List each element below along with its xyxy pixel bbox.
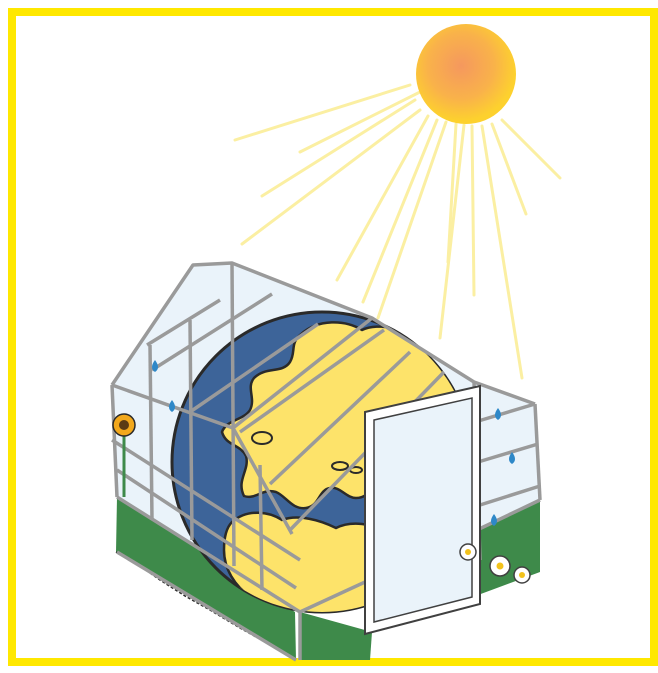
greenhouse-door <box>365 386 480 634</box>
sun-icon <box>416 24 516 124</box>
